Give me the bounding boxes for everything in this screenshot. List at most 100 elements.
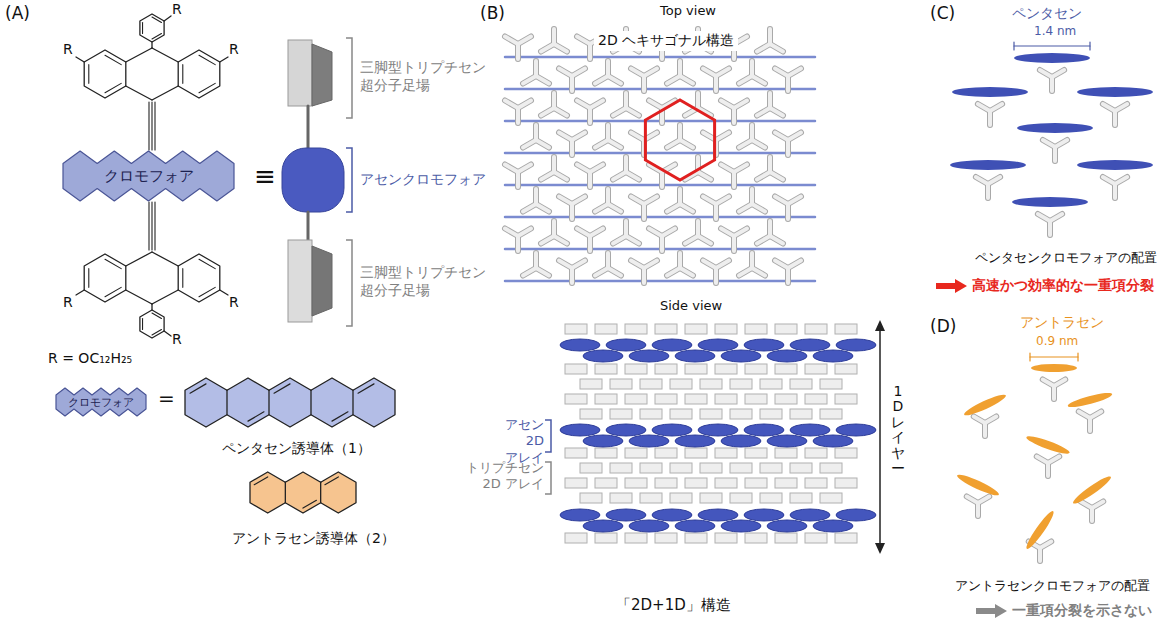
pentacene-ellipse <box>1017 123 1093 133</box>
triptycene-arm <box>534 125 538 140</box>
acene-ellipse <box>560 339 600 351</box>
scaffold-schematic <box>312 246 332 316</box>
double-bond <box>142 319 143 330</box>
acene-ellipse <box>606 339 646 351</box>
triptycene-arm <box>752 140 765 148</box>
triptycene-arm <box>698 236 711 244</box>
acene-ellipse <box>836 509 876 521</box>
double-bond <box>105 83 121 92</box>
bond-line <box>126 48 152 62</box>
triptycene-arm <box>1054 380 1065 387</box>
substituent-bond <box>220 290 228 295</box>
triptycene-arm <box>786 76 790 91</box>
triptycene-arm <box>608 76 621 84</box>
triptycene-arm <box>572 261 585 269</box>
double-bond <box>199 55 215 64</box>
triptycene-arm <box>505 101 518 109</box>
triptycene-block <box>745 394 767 404</box>
bond-line <box>226 390 227 415</box>
molecule-label: アントラセン <box>1020 314 1104 332</box>
triptycene-arm <box>541 44 554 52</box>
triptycene-arm <box>624 221 628 236</box>
bond-line <box>268 390 269 415</box>
triptycene-arm <box>552 93 556 108</box>
triptycene-arm <box>770 44 783 52</box>
triptycene-arm <box>739 140 752 148</box>
triptycene-block <box>625 394 647 404</box>
triptycene-arm <box>559 69 572 77</box>
triptycene-arm <box>1043 140 1055 147</box>
triptycene-arm <box>1048 457 1059 464</box>
triptycene-arm <box>721 101 734 109</box>
triptycene-arm <box>588 108 592 123</box>
benzene-ring <box>84 254 126 302</box>
benzene-ring <box>178 254 220 302</box>
triptycene-arm <box>768 157 772 172</box>
acene-ellipse <box>629 435 669 447</box>
triptycene-arm <box>631 133 644 141</box>
triptycene-arm <box>631 69 644 77</box>
triptycene-arm <box>590 165 603 173</box>
triptycene-arm <box>703 261 716 269</box>
triptycene-arm <box>552 221 556 236</box>
substituent-bond <box>164 331 171 336</box>
pentacene-ellipse <box>950 160 1026 170</box>
triptycene-arm <box>770 44 783 52</box>
triptycene-arm <box>552 157 556 172</box>
bond-line <box>152 252 178 266</box>
scaffold-schematic <box>288 40 312 106</box>
triptycene-arm <box>613 172 626 180</box>
triptycene-block <box>805 448 827 458</box>
triptycene-arm <box>750 61 754 76</box>
axis-label: 1Dレイヤー <box>891 384 905 476</box>
triptycene-arm <box>608 140 621 148</box>
double-bond <box>274 384 290 393</box>
dimension-tick <box>1089 42 1090 50</box>
alkyne-bond <box>151 202 152 250</box>
triptycene-arm <box>721 165 734 173</box>
acene-ellipse <box>721 435 761 447</box>
triptycene-block <box>655 394 677 404</box>
dimension-tick <box>1013 42 1014 50</box>
bracket <box>346 240 352 326</box>
scaffold-schematic <box>288 240 312 322</box>
triptycene-arm <box>768 221 772 236</box>
triptycene-arm <box>1050 214 1062 221</box>
triptycene-arm <box>595 140 608 148</box>
triptycene-arm <box>750 253 754 268</box>
bond-line <box>320 482 321 503</box>
triptycene-arm <box>595 268 608 276</box>
structure-label: 2D ヘキサゴナル構造 <box>594 31 738 51</box>
triptycene-arm <box>667 140 680 148</box>
triptycene-arm <box>541 172 554 180</box>
triptycene-arm <box>752 204 765 212</box>
triptycene-arm <box>750 189 754 204</box>
triptycene-block <box>805 478 827 488</box>
triptycene-arm <box>696 221 700 236</box>
triptycene-arm <box>680 268 693 276</box>
result-label: 一重項分裂を示さない <box>1012 602 1152 620</box>
triptycene-arm <box>577 229 590 237</box>
triptycene-arm <box>680 268 693 276</box>
double-bond <box>152 329 161 334</box>
triptycene-arm <box>505 101 518 109</box>
triptycene-block <box>775 324 797 334</box>
triptycene-arm <box>978 104 990 111</box>
triptycene-arm <box>572 133 585 141</box>
triptycene-arm <box>590 165 603 173</box>
triptycene-block <box>610 493 632 503</box>
triptycene-arm <box>775 261 788 269</box>
acene-ellipse <box>652 509 692 521</box>
anthracene-structure <box>250 472 356 513</box>
triptycene-arm <box>606 61 610 76</box>
triptycene-arm <box>788 69 801 77</box>
double-bond <box>248 412 264 421</box>
triptycene-block <box>685 394 707 404</box>
substituent-label: R <box>172 1 182 19</box>
triptycene-arm <box>505 229 518 237</box>
acene-ellipse <box>652 339 692 351</box>
triptycene-block <box>625 324 647 334</box>
result-arrow <box>976 604 1007 618</box>
bond-line <box>152 290 178 304</box>
